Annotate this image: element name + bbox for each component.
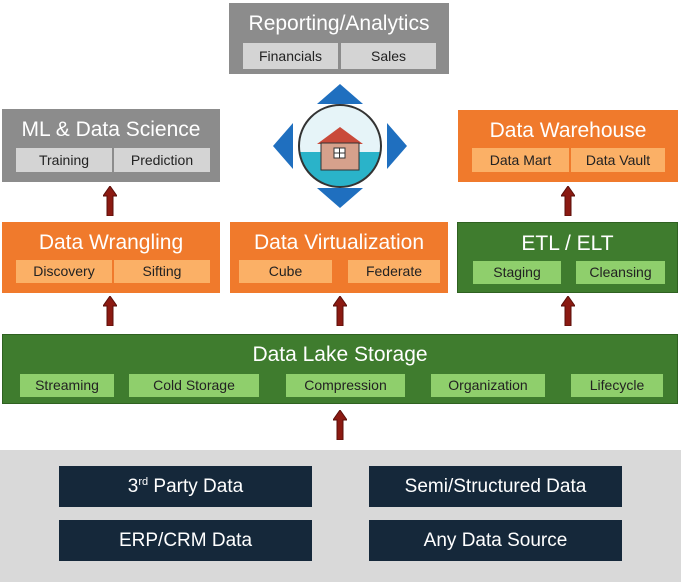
data-lake-storage-title: Data Lake Storage	[252, 343, 428, 366]
data-virtualization-box: Data Virtualization Cube Federate	[230, 222, 448, 293]
chip-financials: Financials	[243, 43, 338, 69]
chip-compression: Compression	[286, 374, 405, 397]
source-third-party: 3rd Party Data	[59, 466, 312, 507]
etl-elt-box: ETL / ELT Staging Cleansing	[457, 222, 678, 293]
chip-streaming: Streaming	[20, 374, 114, 397]
data-warehouse-box: Data Warehouse Data Mart Data Vault	[458, 110, 678, 182]
source-any: Any Data Source	[369, 520, 622, 561]
up-arrow-icon	[561, 296, 575, 326]
chip-sales: Sales	[341, 43, 436, 69]
chip-staging: Staging	[473, 261, 561, 284]
chip-cube: Cube	[239, 260, 332, 283]
data-warehouse-title: Data Warehouse	[489, 119, 647, 142]
source-semi-structured: Semi/Structured Data	[369, 466, 622, 507]
chip-federate: Federate	[348, 260, 440, 283]
up-arrow-icon	[561, 186, 575, 216]
chip-data-vault: Data Vault	[571, 148, 665, 172]
up-arrow-icon	[103, 186, 117, 216]
chip-lifecycle: Lifecycle	[571, 374, 663, 397]
up-arrow-icon	[333, 410, 347, 440]
chip-training: Training	[16, 148, 112, 172]
third-party-sup: rd	[138, 476, 149, 488]
etl-elt-title: ETL / ELT	[521, 232, 614, 255]
third-party-prefix: 3	[127, 476, 139, 497]
chip-discovery: Discovery	[16, 260, 112, 283]
ml-data-science-box: ML & Data Science Training Prediction	[2, 109, 220, 182]
third-party-rest: Party Data	[148, 476, 244, 497]
chip-cleansing: Cleansing	[576, 261, 665, 284]
data-wrangling-box: Data Wrangling Discovery Sifting	[2, 222, 220, 293]
chip-organization: Organization	[431, 374, 545, 397]
chip-prediction: Prediction	[114, 148, 210, 172]
reporting-analytics-box: Reporting/Analytics Financials Sales	[229, 3, 449, 74]
source-erp-crm: ERP/CRM Data	[59, 520, 312, 561]
data-lake-storage-box: Data Lake Storage Streaming Cold Storage…	[2, 334, 678, 404]
chip-cold-storage: Cold Storage	[129, 374, 259, 397]
reporting-analytics-title: Reporting/Analytics	[248, 12, 430, 35]
up-arrow-icon	[103, 296, 117, 326]
lake-house-compass-icon	[273, 84, 407, 208]
chip-sifting: Sifting	[114, 260, 210, 283]
data-virtualization-title: Data Virtualization	[253, 231, 425, 254]
data-wrangling-title: Data Wrangling	[38, 231, 184, 254]
chip-data-mart: Data Mart	[472, 148, 569, 172]
up-arrow-icon	[333, 296, 347, 326]
ml-data-science-title: ML & Data Science	[21, 118, 201, 141]
data-sources-panel: 3rd Party Data Semi/Structured Data ERP/…	[0, 450, 681, 582]
